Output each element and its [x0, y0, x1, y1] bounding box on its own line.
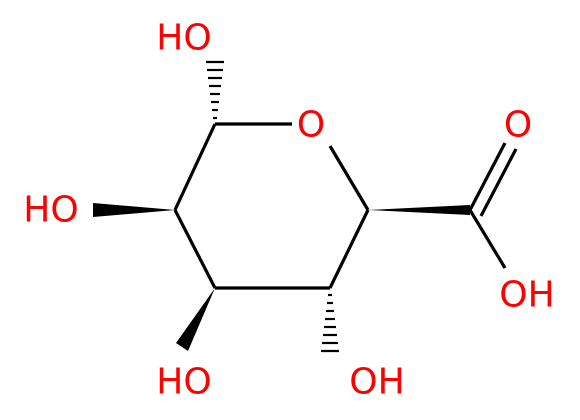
anomeric-hydroxyl-label: HO	[156, 18, 211, 59]
bond-carbonyl-double-a	[468, 142, 507, 211]
wedge-bond-c3-hydroxyl	[176, 288, 215, 351]
stereo-bonds	[93, 60, 470, 353]
wedge-bond-c4-hydroxyl	[93, 203, 175, 217]
bond-ring-oxygen-c5	[328, 145, 370, 211]
c2-hydroxyl-label: OH	[349, 362, 404, 403]
bond-acid-hydroxyl	[468, 209, 507, 269]
hashed-bond-anomeric-hydroxyl	[206, 60, 224, 120]
carbonyl-oxygen-label: O	[504, 105, 532, 146]
acid-hydroxyl-label: OH	[499, 275, 554, 316]
carboxyl-bonds	[468, 142, 518, 269]
c3-hydroxyl-label: HO	[156, 362, 211, 403]
hashed-bond-c2-hydroxyl	[321, 293, 339, 353]
c4-hydroxyl-label: HO	[23, 190, 78, 231]
wedge-bond-c5-carboxyl	[368, 205, 470, 215]
bond-c3-c4	[173, 209, 217, 289]
ring-bonds	[173, 122, 370, 290]
bond-carbonyl-double-b	[479, 148, 518, 217]
atom-labels: O HO HO HO OH O OH	[23, 18, 554, 403]
bond-c5-c2	[328, 209, 370, 289]
bond-c4-c1	[173, 123, 217, 211]
ring-oxygen-label: O	[297, 105, 325, 146]
